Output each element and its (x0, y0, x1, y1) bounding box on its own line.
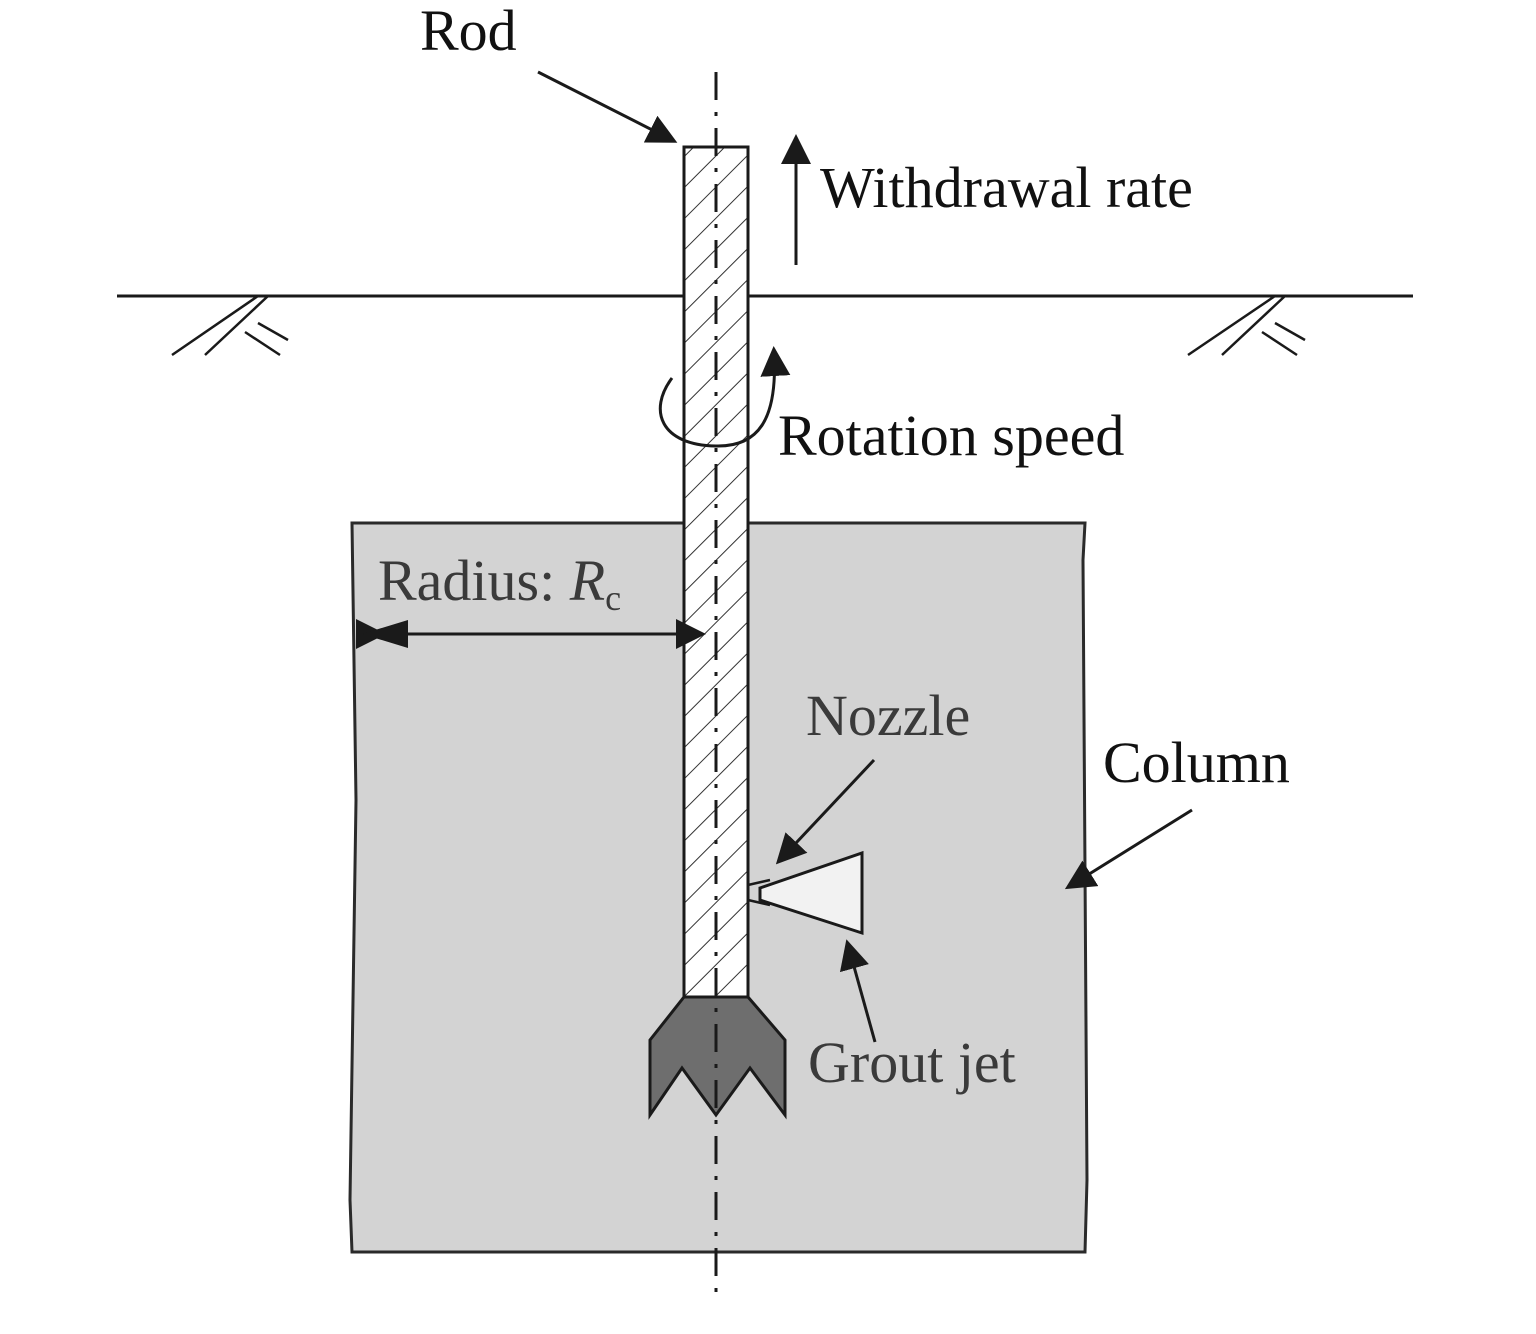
radius-arrowhead-left (362, 620, 408, 648)
withdrawal-rate-label: Withdrawal rate (820, 155, 1193, 220)
ground-symbol-left (171, 294, 289, 357)
grout-jet-leader-arrow (839, 939, 877, 1043)
radius-label-prefix: Radius: (378, 548, 570, 613)
rod (682, 145, 750, 999)
ground-symbol-right (1187, 294, 1306, 357)
nozzle-line-upper (747, 878, 771, 887)
nozzle-leader-arrow (775, 758, 876, 865)
rod-label: Rod (420, 0, 517, 63)
grout-jet-cone (758, 850, 864, 936)
drill-bit (648, 995, 787, 1120)
grout-jet-label: Grout jet (808, 1030, 1016, 1095)
column-label: Column (1103, 730, 1290, 795)
column-leader-arrow (1064, 808, 1193, 890)
radius-subscript: c (605, 578, 621, 618)
rotation-speed-label: Rotation speed (778, 403, 1124, 468)
radius-label: Radius: Rc (378, 548, 621, 618)
rod-leader-arrow (537, 70, 678, 143)
nozzle-label: Nozzle (806, 683, 970, 748)
radius-symbol: R (569, 548, 605, 613)
rotation-arrow (658, 346, 791, 448)
nozzle-line-lower (747, 898, 771, 907)
